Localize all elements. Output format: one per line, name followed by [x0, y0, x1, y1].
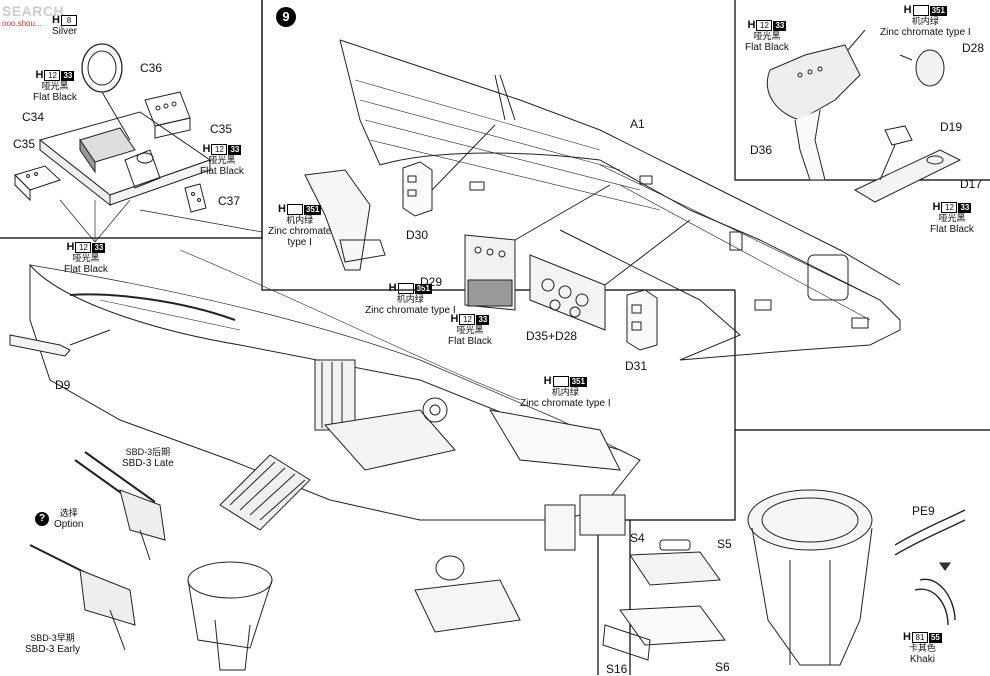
part-label-s4: S4	[630, 531, 645, 545]
leader-lines-c34	[59, 199, 263, 243]
option-icon: ?	[35, 512, 49, 526]
radiator-grille	[219, 454, 311, 531]
panel-c37	[184, 183, 207, 213]
part-label-d30: D30	[406, 228, 429, 242]
paint-zinc-d28: H 351 机内绿 Zinc chromate type I	[880, 4, 971, 39]
center-fuselage	[29, 249, 641, 551]
gauge-ring-c36	[81, 43, 131, 141]
cockpit-shelf-c34	[38, 111, 212, 207]
part-label-d29: D29	[420, 275, 443, 289]
part-label-d35-d28: D35+D28	[526, 329, 578, 343]
throttle-quadrant-d36	[766, 29, 866, 181]
s-parts	[602, 539, 726, 661]
paint-zinc-d31: H 351 机内绿 Zinc chromate type I	[520, 375, 611, 410]
instrument-cluster-d35	[529, 219, 691, 331]
watermark-site: SEARCH	[2, 3, 65, 19]
variant-early: SBD-3早期 SBD-3 Early	[25, 633, 81, 655]
part-label-d36: D36	[750, 143, 773, 157]
turret-ring	[747, 489, 873, 666]
part-label-d28: D28	[962, 41, 985, 55]
part-label-pe9: PE9	[912, 504, 935, 518]
part-label-c35-right: C35	[210, 122, 233, 136]
paint-silver-en: Silver	[52, 26, 78, 37]
part-label-d31: D31	[625, 359, 648, 373]
d31-box	[626, 289, 658, 351]
part-label-c37: C37	[218, 194, 241, 208]
watermark-url: ooo.shou...	[2, 19, 42, 28]
step-number: 9	[276, 7, 296, 27]
part-label-a1: A1	[630, 117, 645, 131]
sidewall-bracket	[304, 169, 386, 271]
part-label-s16: S16	[606, 662, 628, 676]
part-label-d9: D9	[55, 378, 71, 392]
part-label-s5: S5	[717, 537, 732, 551]
radio-stand	[414, 555, 521, 633]
gun-mount-ring	[187, 561, 273, 671]
seat-pan-d9	[9, 329, 111, 357]
pe9-strip	[894, 509, 966, 626]
part-label-d19: D19	[940, 120, 963, 134]
part-label-c35-left: C35	[13, 137, 36, 151]
variant-option: 选择 Option	[54, 508, 84, 530]
paint-zinc-left: H 351 机内绿 Zinc chromate type I	[268, 203, 332, 249]
machine-gun-late	[74, 451, 166, 561]
switch-box-c35-right	[144, 91, 191, 139]
floor-bracket-d17	[853, 125, 962, 203]
part-label-s6: S6	[715, 660, 730, 674]
d29-panel	[464, 184, 611, 311]
switch-box-c35-left	[14, 165, 61, 202]
fuselage-panel-a1	[339, 39, 901, 361]
paint-zinc-d29: H 351 机内绿 Zinc chromate type I	[365, 282, 456, 317]
part-label-c36: C36	[140, 61, 163, 75]
machine-gun-early	[29, 544, 136, 651]
part-label-c34: C34	[22, 110, 45, 124]
d30-box	[402, 124, 496, 217]
variant-late: SBD-3后期 SBD-3 Late	[122, 447, 174, 469]
canister-d28	[899, 49, 945, 87]
part-label-d17: D17	[960, 177, 983, 191]
